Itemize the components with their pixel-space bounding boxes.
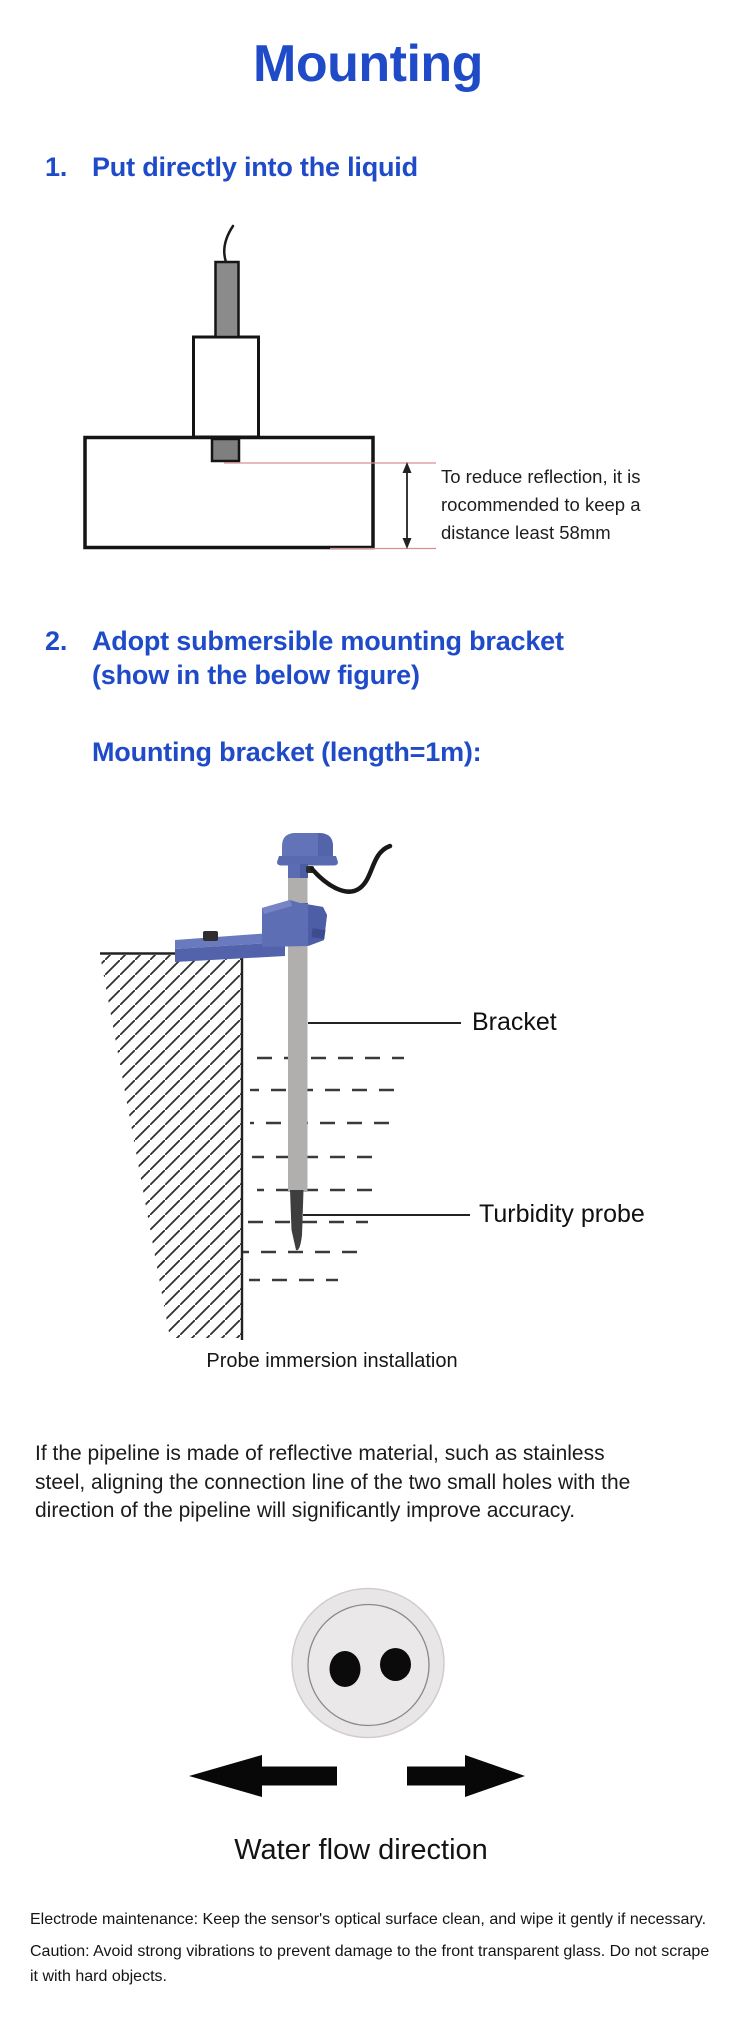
pipeline-note-line: If the pipeline is made of reflective ma… <box>35 1442 605 1465</box>
section-2-heading-text: Adopt submersible mounting bracket (show… <box>92 624 564 692</box>
annotation-line: distance least 58mm <box>441 522 611 543</box>
sensor-face-ring <box>307 1603 430 1727</box>
direct-immersion-diagram <box>83 224 436 550</box>
bracket-installation-diagram <box>100 833 470 1340</box>
page-title: Mounting <box>253 35 483 93</box>
footer-notes: Electrode maintenance: Keep the sensor's… <box>30 1907 742 1989</box>
section-2-number: 2. <box>45 626 68 656</box>
caution-note-line: it with hard objects. <box>30 1967 167 1985</box>
cable <box>223 224 235 264</box>
sensor-hole-left <box>329 1651 361 1687</box>
sensor-hole-right <box>380 1648 411 1681</box>
distance-arrow <box>402 462 412 549</box>
pipeline-note: If the pipeline is made of reflective ma… <box>35 1440 735 1526</box>
pipeline-note-line: steel, aligning the connection line of t… <box>35 1470 631 1494</box>
section-1-number: 1. <box>45 152 68 182</box>
sensor-rod <box>214 260 240 339</box>
probe-tip <box>210 437 241 463</box>
figure-caption: Probe immersion installation <box>206 1350 458 1372</box>
water-level-dashes <box>243 1056 404 1282</box>
section-2-heading: 2. Adopt submersible mounting bracket (s… <box>45 624 564 692</box>
left-arrow-icon <box>189 1755 337 1797</box>
turbidity-probe-label: Turbidity probe <box>479 1200 645 1228</box>
turbidity-probe-tip <box>290 1190 304 1251</box>
caution-note: Caution: Avoid strong vibrations to prev… <box>30 1940 742 1989</box>
right-arrow-icon <box>407 1755 525 1797</box>
section-1-heading-text: Put directly into the liquid <box>92 152 418 182</box>
cap-cable <box>309 843 393 894</box>
caution-note-line: Caution: Avoid strong vibrations to prev… <box>30 1943 710 1960</box>
annotation-line: rocommended to keep a <box>441 494 641 515</box>
bracket-pole <box>288 876 308 1192</box>
bracket-label: Bracket <box>472 1008 557 1036</box>
reflection-annotation: To reduce reflection, it is rocommended … <box>441 463 691 547</box>
water-flow-caption: Water flow direction <box>234 1834 488 1866</box>
annotation-line: To reduce reflection, it is <box>441 466 641 487</box>
section-2-heading-line2: (show in the below figure) <box>92 660 420 690</box>
electrode-maintenance-note: Electrode maintenance: Keep the sensor's… <box>30 1911 707 1928</box>
section-2-heading-line1: Adopt submersible mounting bracket <box>92 626 564 656</box>
wall-hatching <box>100 955 242 1338</box>
sensor-face-diagram <box>189 1587 525 1797</box>
pipeline-note-line: direction of the pipeline will significa… <box>35 1499 576 1522</box>
section-1-heading: 1. Put directly into the liquid <box>45 150 418 184</box>
sensor-cap <box>277 833 338 878</box>
sensor-body <box>192 335 260 439</box>
bracket-arm <box>175 900 327 962</box>
mounting-bracket-subheading: Mounting bracket (length=1m): <box>92 737 482 767</box>
